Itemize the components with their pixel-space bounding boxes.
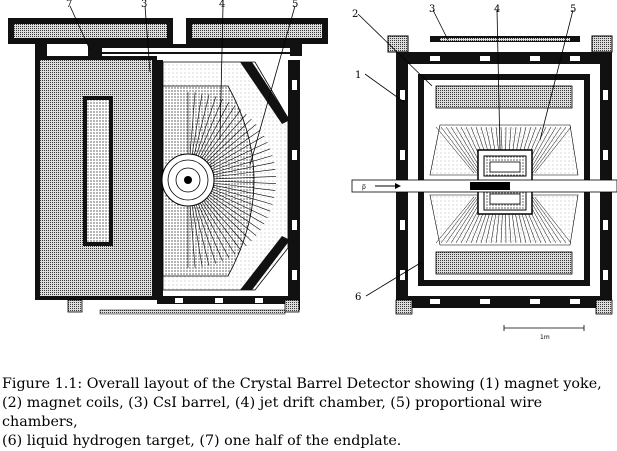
front-label-2: 2: [352, 9, 358, 20]
side-label-5: 5: [292, 0, 298, 10]
side-label-7: 7: [66, 0, 72, 10]
side-view: 7 3 4 5: [8, 0, 328, 315]
side-label-3: 3: [141, 0, 147, 10]
front-label-6: 6: [355, 292, 361, 303]
scale-bar-label: 1m: [540, 334, 550, 340]
front-label-3: 3: [429, 4, 435, 15]
front-view: p̅ 1m 2 3 4 5 1 6: [351, 4, 617, 340]
magnet-coil-bottom: [435, 251, 573, 275]
front-label-5: 5: [570, 4, 576, 15]
magnet-coil-top: [435, 85, 573, 109]
front-label-4: 4: [494, 4, 500, 15]
figure-caption: Figure 1.1: Overall layout of the Crysta…: [2, 376, 602, 449]
side-label-4: 4: [219, 0, 225, 10]
detector-layout-figure: 7 3 4 5: [8, 0, 617, 340]
beam-label: p̅: [361, 184, 366, 191]
front-label-1: 1: [355, 70, 361, 81]
